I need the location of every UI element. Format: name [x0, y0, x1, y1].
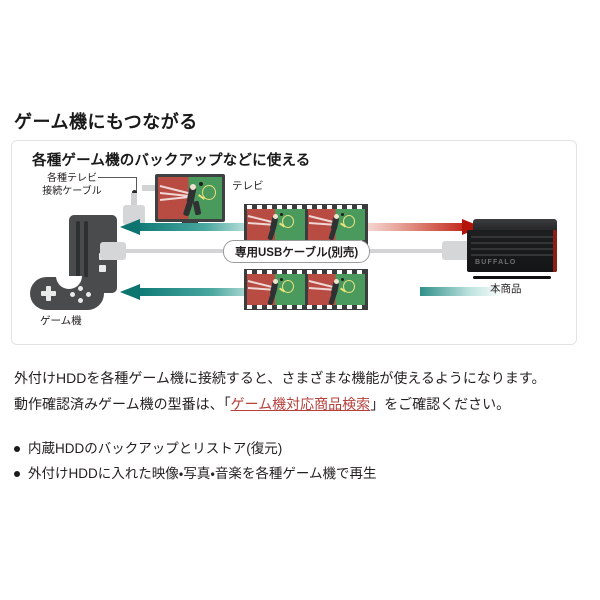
external-hdd: BUFFALO [467, 219, 557, 279]
bullet-dot-icon [14, 445, 20, 452]
arrow-shaft [138, 288, 260, 296]
usb-cable-left-segment [108, 249, 228, 253]
paragraph-2: 動作確認済みゲーム機の型番は、「ゲーム機対応商品検索」をご確認ください。 [14, 391, 586, 417]
feature-list: 内蔵HDDのバックアップとリストア(復元) 外付けHDDに入れた映像・写真・音楽… [14, 436, 377, 486]
console-slat [76, 221, 80, 287]
tv-cable-label: 各種テレビ 接続ケーブル [26, 172, 118, 198]
console-slat [84, 221, 88, 287]
paragraph-2-prefix: 動作確認済みゲーム機の型番は、「 [14, 396, 231, 412]
controller-button [70, 292, 75, 297]
arrow-teal-tail-glow [420, 287, 504, 296]
list-item: 外付けHDDに入れた映像・写真・音楽を各種ゲーム機で再生 [14, 461, 377, 486]
hdd-red-accent [553, 230, 557, 272]
tv-scene-art [158, 177, 222, 219]
controller-button [78, 298, 83, 303]
film-strip-bottom [244, 269, 368, 310]
film-frame [247, 209, 305, 240]
arrow-left-teal-top [120, 219, 260, 235]
usb-cable-label: 専用USBケーブル(別売) [223, 240, 371, 263]
panel-title: 各種ゲーム機のバックアップなどに使える [32, 153, 311, 169]
film-scene-art [308, 274, 366, 305]
hdd-top-surface [473, 219, 557, 232]
list-item-label: 外付けHDDに入れた映像・写真・音楽を各種ゲーム機で再生 [28, 466, 377, 481]
controller-notch [56, 276, 82, 289]
feature-panel: 各種ゲーム機のバックアップなどに使える 各種テレビ 接続ケーブル [11, 140, 577, 345]
hdd-ridge [471, 236, 553, 238]
bullet-dot-icon [14, 470, 20, 477]
tv-cable-vertical [131, 193, 137, 215]
film-frame [307, 274, 366, 305]
television-label: テレビ [232, 180, 264, 192]
arrow-left-teal-bottom [120, 284, 260, 300]
hdd-base [473, 276, 551, 279]
arrow-head [120, 284, 140, 300]
list-item-label: 内蔵HDDのバックアップとリストア(復元) [28, 441, 283, 456]
television [155, 174, 225, 222]
arrow-shaft [342, 223, 464, 231]
arrow-shaft [138, 223, 260, 231]
controller-dpad [46, 286, 51, 301]
paragraph-1: 外付けHDDを各種ゲーム機に接続すると、さまざまな機能が使えるようになります。 [14, 370, 546, 386]
list-item: 内蔵HDDのバックアップとリストア(復元) [14, 436, 377, 461]
body-copy: 外付けHDDを各種ゲーム機に接続すると、さまざまな機能が使えるようになります。 … [14, 365, 586, 417]
hdd-front-face: BUFFALO [467, 230, 557, 272]
film-frame [247, 274, 305, 305]
film-frame [307, 209, 366, 240]
game-controller [30, 276, 104, 310]
film-perforations [247, 270, 365, 274]
hdd-ridge [471, 248, 553, 250]
diagram-stage: 各種テレビ 接続ケーブル [12, 141, 578, 346]
callout-leader-dot [132, 190, 137, 195]
television-screen [158, 177, 222, 219]
film-scene-art [308, 209, 366, 240]
film-perforations [247, 305, 365, 309]
tv-cable-label-line2: 接続ケーブル [42, 186, 102, 197]
callout-leader-line [98, 177, 137, 194]
controller-button [78, 286, 83, 291]
product-label: 本商品 [490, 283, 522, 295]
usb-plug-hdd-end [442, 241, 472, 260]
arrow-head [120, 219, 140, 235]
usb-cable-right-segment [364, 249, 460, 253]
usb-plug-console-end [100, 242, 126, 260]
controller-button [86, 292, 91, 297]
game-compat-search-link[interactable]: ゲーム機対応商品検索 [230, 396, 371, 412]
film-scene-art [247, 274, 305, 305]
hdd-ridge [471, 242, 553, 244]
console-button [99, 265, 106, 272]
hdd-brand-logo: BUFFALO [475, 259, 517, 266]
film-perforations [247, 205, 365, 209]
paragraph-2-suffix: 」をご確認ください。 [370, 396, 511, 412]
hdd-ridge [471, 254, 553, 256]
film-strip-top [244, 204, 368, 245]
game-console-label: ゲーム機 [40, 315, 82, 327]
page-headline: ゲーム機にもつながる [14, 112, 198, 132]
film-scene-art [247, 209, 305, 240]
tv-cable-label-line1: 各種テレビ [47, 173, 97, 184]
